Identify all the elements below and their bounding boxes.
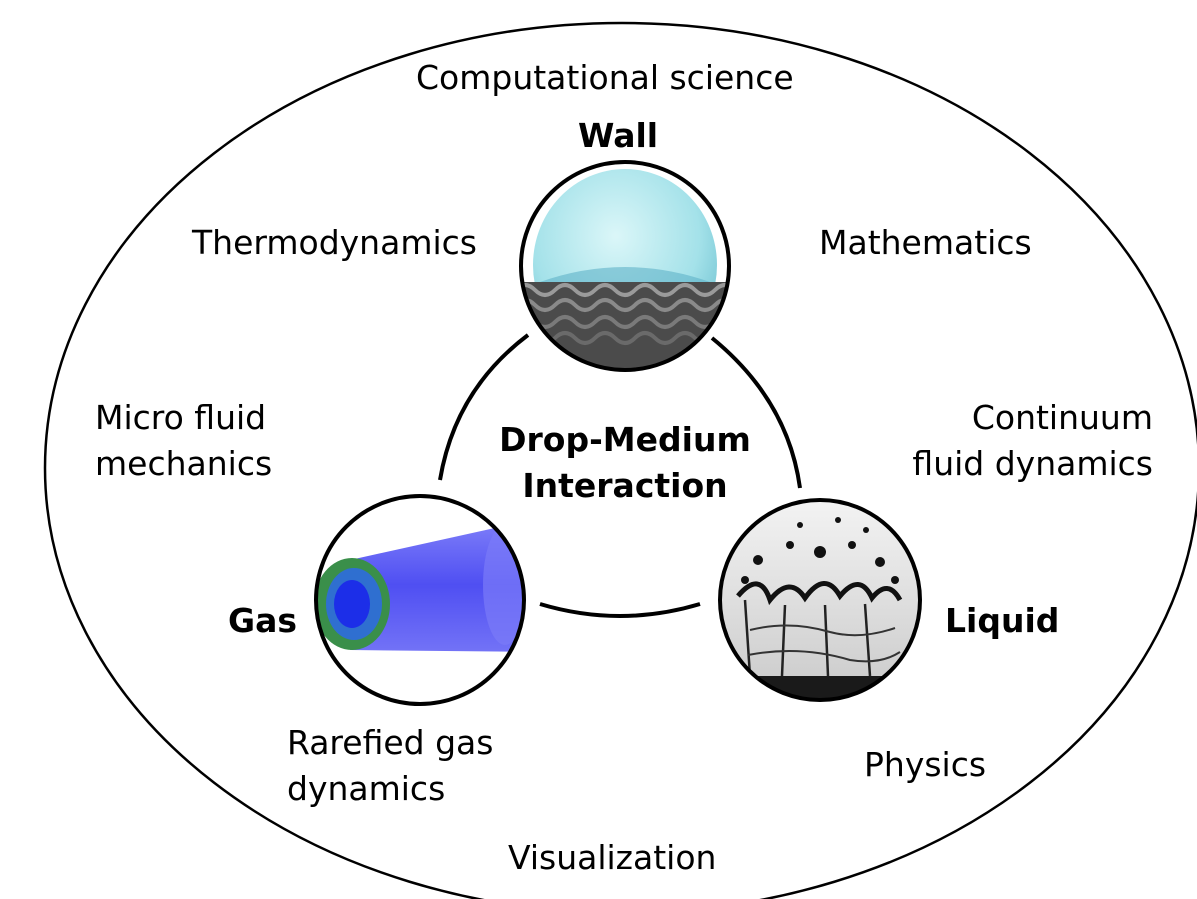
- field-continuum-fluid-dynamics: Continuum fluid dynamics: [912, 398, 1153, 483]
- medium-liquid-label: Liquid: [945, 601, 1060, 640]
- gas-circle: [314, 494, 526, 706]
- medium-wall-label: Wall: [578, 116, 659, 155]
- liquid-circle: [718, 498, 922, 702]
- field-computational-science: Computational science: [416, 58, 794, 97]
- liquid-splash-icon: [736, 581, 903, 606]
- field-rarefied-gas-dynamics: Rarefied gas dynamics: [287, 723, 494, 808]
- center-interaction-label: Drop-Medium Interaction: [499, 420, 751, 505]
- arc-wall-liquid: [710, 336, 802, 489]
- field-thermodynamics: Thermodynamics: [192, 223, 477, 262]
- arc-wall-gas: [438, 333, 530, 481]
- field-visualization: Visualization: [508, 838, 717, 877]
- field-micro-fluid-mechanics: Micro fluid mechanics: [95, 398, 273, 483]
- wall-circle: [519, 160, 731, 372]
- outer-ellipse: [43, 21, 1197, 899]
- arc-gas-liquid: [539, 602, 701, 618]
- field-physics: Physics: [864, 745, 987, 784]
- medium-gas-label: Gas: [228, 601, 297, 640]
- field-mathematics: Mathematics: [819, 223, 1032, 262]
